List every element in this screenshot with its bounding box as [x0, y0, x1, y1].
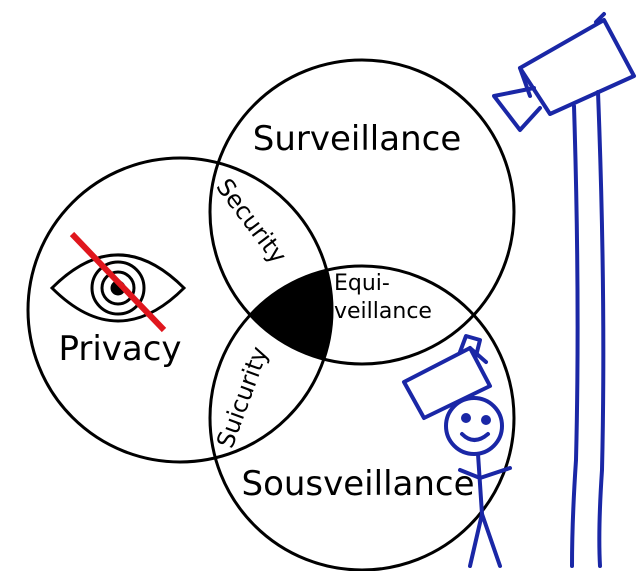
surveillance-label: Surveillance: [253, 119, 461, 159]
eye-icon: [49, 253, 187, 323]
sousveillance-circle: [208, 264, 516, 572]
security-label: Security: [211, 173, 293, 269]
surveillance-camera-icon: [492, 12, 636, 568]
privacy-label: Privacy: [58, 329, 181, 369]
equiveillance-label-line2: veillance: [334, 299, 432, 324]
privacy-circle: [26, 156, 334, 464]
surveillance-circle: [208, 58, 516, 366]
privacy-strike-line: [69, 231, 167, 333]
sousveillance-person-icon: [402, 334, 512, 568]
equiveillance-label-line1: Equi-: [334, 271, 390, 296]
sousveillance-label: Sousveillance: [241, 464, 474, 504]
